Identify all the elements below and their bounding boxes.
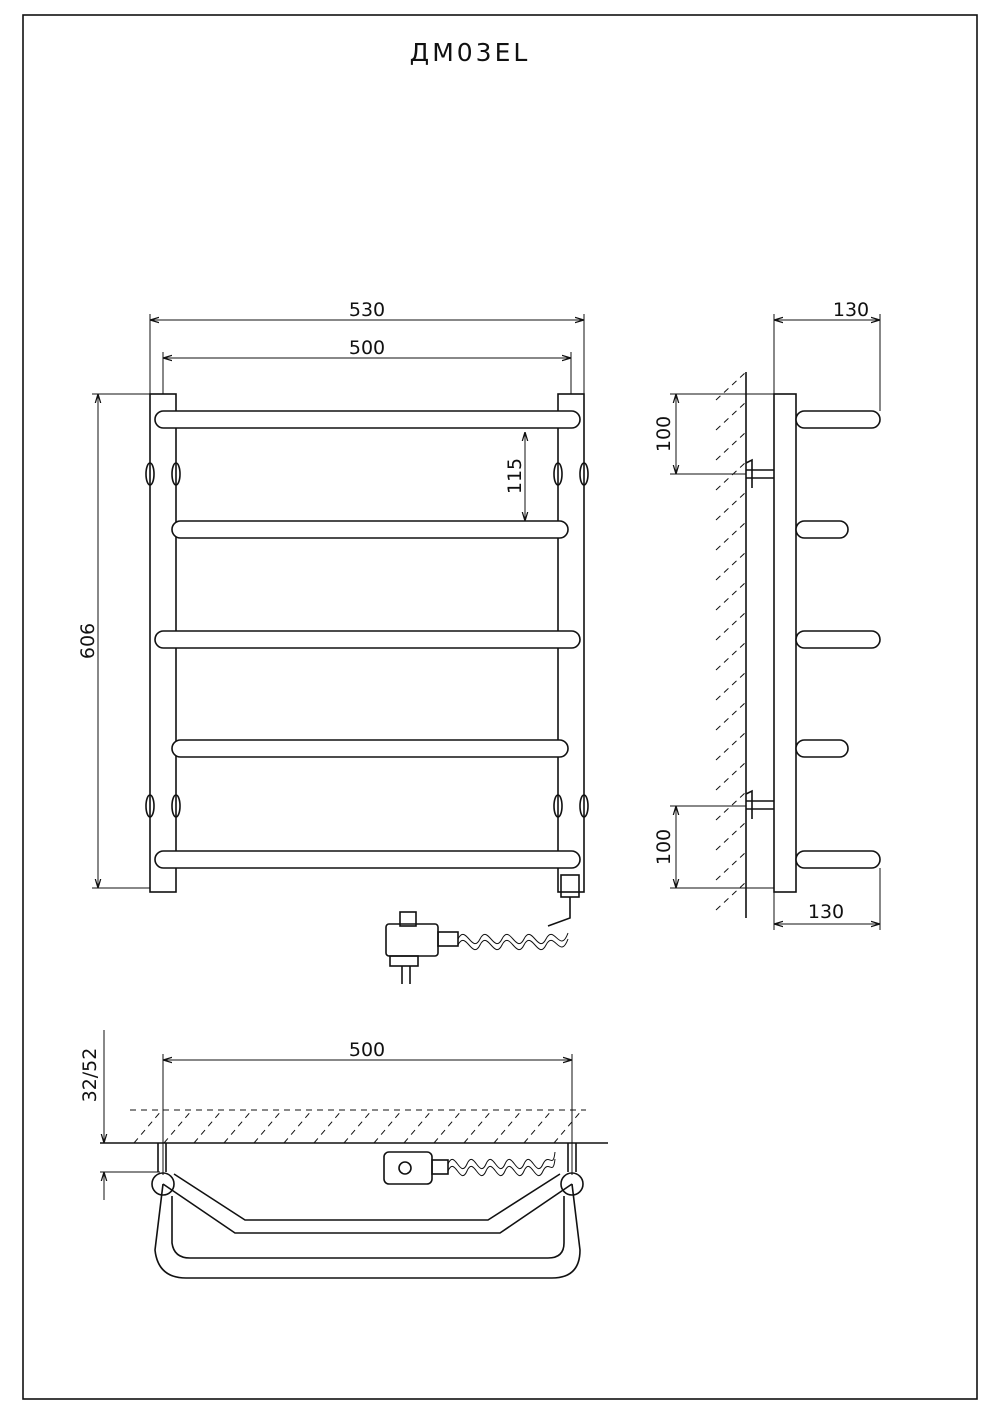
spiral-cable: [457, 932, 569, 951]
side-rung-2: [795, 520, 849, 539]
side-rung-3: [795, 630, 881, 649]
dim-height: 606: [77, 623, 99, 659]
side-rung-1: [795, 410, 881, 429]
side-rung-4: [795, 739, 849, 758]
dim-mount-top: 100: [653, 416, 675, 452]
rung-5: [154, 850, 581, 869]
rung-2: [171, 520, 569, 539]
dim-top-axis: 500: [349, 1039, 385, 1061]
dim-bar-spacing: 115: [504, 458, 526, 494]
dim-depth-top: 130: [833, 299, 869, 321]
dim-depth-bottom: 130: [808, 901, 844, 923]
drawing-frame: [22, 14, 978, 1400]
top-brackets: [157, 1143, 577, 1172]
dim-width-total: 530: [349, 299, 385, 321]
rung-3: [154, 630, 581, 649]
rung-1: [154, 410, 581, 429]
side-post: [773, 393, 797, 893]
rung-4: [171, 739, 569, 758]
top-spiral-cable: [447, 1151, 556, 1177]
side-rung-5: [795, 850, 881, 869]
drawing-title: ДМ03EL: [410, 38, 531, 67]
front-view: 530 500 606 115: [77, 299, 589, 984]
dim-wall-offset: 32/52: [79, 1048, 101, 1103]
top-heating-plug: [383, 1151, 449, 1185]
dim-mount-bottom: 100: [653, 829, 675, 865]
top-rail-outline: [154, 1173, 581, 1279]
heating-plug: [385, 874, 580, 984]
dim-width-axis: 500: [349, 337, 385, 359]
side-view: 130 130 100 100: [653, 299, 881, 930]
top-view: 500 32/52: [79, 1030, 608, 1279]
side-brackets: [745, 458, 774, 819]
top-wall-hatch: [133, 1109, 583, 1144]
wall-brackets: [145, 462, 589, 818]
wall-hatch: [715, 371, 747, 911]
